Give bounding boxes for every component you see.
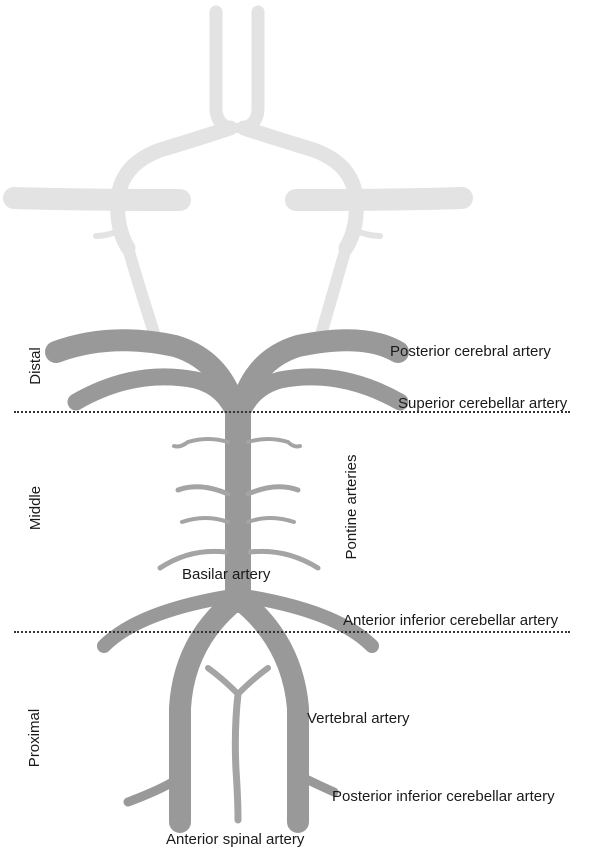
superior-cerebellar-artery-label: Superior cerebellar artery <box>398 396 567 411</box>
circle-right-arc <box>244 128 356 248</box>
pontine-branch <box>248 439 300 447</box>
pontine-branch <box>248 487 298 494</box>
middle-cerebral-left <box>14 198 180 200</box>
circle-left-arc <box>118 128 230 248</box>
middle-cerebral-right <box>296 198 462 200</box>
posterior-cerebral-artery-label: Posterior cerebral artery <box>390 344 551 359</box>
internal-carotid-left <box>216 12 230 128</box>
basilar-artery-label: Basilar artery <box>182 567 270 582</box>
circle-of-willis <box>14 12 462 345</box>
aica-label: Anterior inferior cerebellar artery <box>343 613 558 628</box>
anterior-spinal-artery-label: Anterior spinal artery <box>166 832 304 847</box>
pontine-branch <box>248 518 294 522</box>
pontine-branch <box>178 487 228 494</box>
pontine-arteries-label: Pontine arteries <box>344 445 360 569</box>
pontine-branch <box>174 439 228 447</box>
segment-label-distal: Distal <box>28 344 44 388</box>
segment-label-proximal: Proximal <box>27 703 43 773</box>
pontine-branch <box>182 518 228 522</box>
pica-left <box>128 780 176 802</box>
anterior-spinal-artery <box>208 668 268 820</box>
internal-carotid-right <box>244 12 258 128</box>
middle-proximal-divider <box>14 631 570 633</box>
pica-label: Posterior inferior cerebellar artery <box>332 789 555 804</box>
vertebral-artery-label: Vertebral artery <box>307 711 410 726</box>
segment-label-middle: Middle <box>28 482 44 534</box>
